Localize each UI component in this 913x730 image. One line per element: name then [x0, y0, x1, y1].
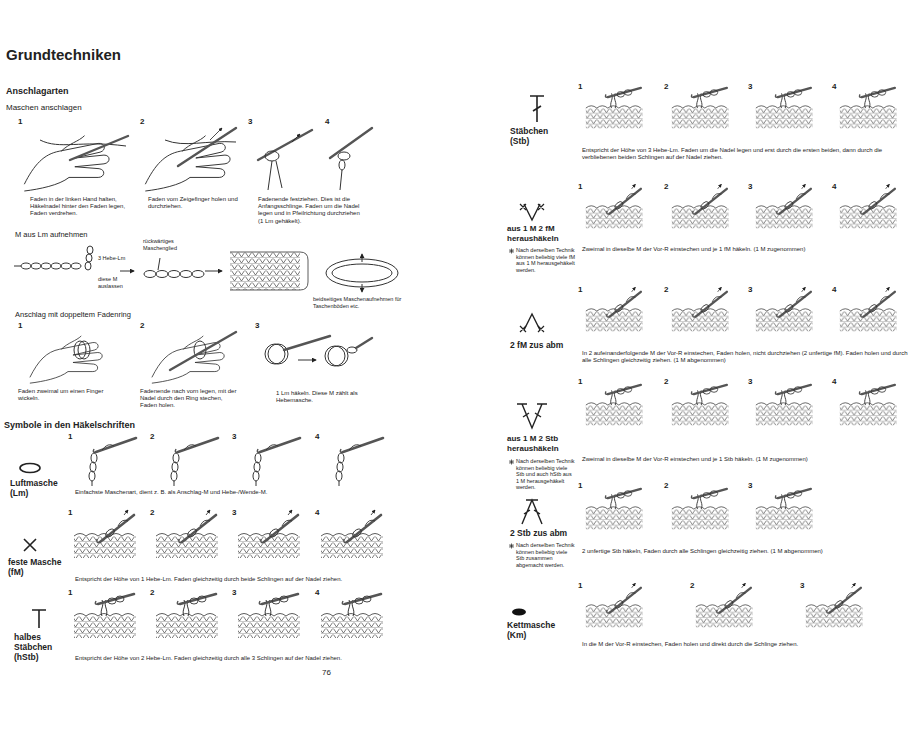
step-number: 3	[248, 117, 252, 127]
caption-text: Anschlag mit doppeltem Fadenring	[15, 310, 131, 319]
step-number: 4	[832, 82, 836, 92]
section-heading: Kettmasche (Km)	[507, 620, 567, 640]
step-number: 3	[255, 321, 259, 331]
step-number: 1	[578, 377, 582, 387]
caption-text: Nach derselben Technik können beliebig v…	[516, 458, 576, 491]
caption-text: M aus Lm aufnehmen	[15, 230, 88, 239]
step-number: 2	[140, 117, 144, 127]
step-number: 1	[578, 581, 582, 591]
caption-text: 1 Lm häkeln. Diese M zählt als Hebemasch…	[276, 390, 376, 404]
step-number: 1	[68, 508, 72, 518]
caption-text: Entspricht der Höhe von 3 Hebe-Lm. Faden…	[582, 147, 902, 161]
caption-text: In die M der Vor-R einstechen, Faden hol…	[582, 641, 798, 648]
section-heading: Stäbchen (Stb)	[510, 126, 566, 146]
section-heading: aus 1 M 2 Stb heraushäkeln	[507, 434, 577, 453]
caption-text: Entspricht der Höhe von 2 Hebe-Lm. Faden…	[75, 655, 342, 662]
step-number: 3	[748, 82, 752, 92]
caption-text: Entspricht der Höhe von 1 Hebe-Lm. Faden…	[75, 576, 342, 583]
step-number: 4	[315, 588, 319, 598]
step-number: 3	[232, 432, 236, 442]
caption-text: rückwärtiges Maschenglied	[143, 238, 193, 251]
caption-text: Nach derselben Technik können beliebig v…	[516, 247, 576, 273]
step-number: 4	[325, 117, 329, 127]
step-number: 3	[748, 285, 752, 295]
step-number: 1	[68, 588, 72, 598]
caption-text: 2 unfertige Stb häkeln, Faden durch alle…	[582, 548, 823, 555]
caption-text: In 2 aufeinanderfolgende M der Vor-R ein…	[582, 350, 912, 364]
step-number: 1	[578, 481, 582, 491]
section-heading: halbes Stäbchen (hStb)	[14, 632, 72, 663]
step-number: 1	[578, 285, 582, 295]
caption-text: Faden in der linken Hand halten, Häkelna…	[30, 196, 130, 218]
section-heading: aus 1 M 2 fM heraushäkeln	[507, 224, 577, 243]
page-title: Grundtechniken	[6, 46, 121, 64]
step-number: 3	[748, 182, 752, 192]
step-number: 2	[664, 377, 668, 387]
step-number: 3	[232, 588, 236, 598]
step-number: 1	[578, 82, 582, 92]
caption-text: Faden zweimal um einen Finger wickeln.	[18, 388, 113, 402]
step-number: 2	[664, 285, 668, 295]
section-heading: Luftmasche (Lm)	[10, 478, 68, 498]
step-number: 4	[832, 285, 836, 295]
step-number: 3	[800, 581, 804, 591]
step-number: 2	[140, 321, 144, 331]
step-number: 2	[690, 581, 694, 591]
step-number: 76	[322, 668, 331, 678]
caption-text: Faden vom Zeigefinger holen und durchzie…	[148, 196, 238, 210]
step-number: 4	[832, 182, 836, 192]
step-number: 2	[664, 481, 668, 491]
step-number: 4	[315, 508, 319, 518]
step-number: 4	[315, 432, 319, 442]
section-heading: Symbole in den Häkelschriften	[4, 420, 135, 431]
step-number: 1	[578, 182, 582, 192]
caption-text: beidseitiges Maschenaufnehmen für Tasche…	[313, 296, 425, 309]
step-number: 1	[18, 321, 22, 331]
section-heading: 2 fM zus abm	[510, 340, 563, 350]
caption-text: Einfachste Maschenart, dient z. B. als A…	[75, 489, 267, 496]
step-number: 2	[664, 82, 668, 92]
step-number: 2	[150, 508, 154, 518]
caption-text: Zweimal in dieselbe M der Vor-R einstech…	[582, 246, 805, 253]
caption-text: Nach derselben Technik können beliebig v…	[516, 542, 576, 568]
section-heading: feste Masche (fM)	[8, 557, 74, 577]
step-number: 4	[832, 377, 836, 387]
step-number: 3	[748, 377, 752, 387]
step-number: 2	[664, 182, 668, 192]
section-heading: Anschlagarten	[6, 86, 69, 97]
step-number: 3	[748, 481, 752, 491]
step-number: 3	[232, 508, 236, 518]
step-number: 1	[68, 432, 72, 442]
caption-text: Maschen anschlagen	[6, 103, 82, 113]
step-number: 1	[18, 117, 22, 127]
caption-text: Fadenende nach vorn legen, mit der Nadel…	[140, 388, 240, 410]
caption-text: Fadenende festziehen. Dies ist die Anfan…	[258, 196, 363, 225]
caption-text: 3 Hebe-Lm	[98, 255, 125, 262]
caption-text: diese M auslassen	[98, 276, 132, 289]
step-number: 2	[150, 588, 154, 598]
caption-text: Zweimal in dieselbe M der Vor-R einstech…	[582, 456, 808, 463]
step-number: 2	[150, 432, 154, 442]
section-heading: 2 Stb zus abm	[510, 528, 567, 538]
